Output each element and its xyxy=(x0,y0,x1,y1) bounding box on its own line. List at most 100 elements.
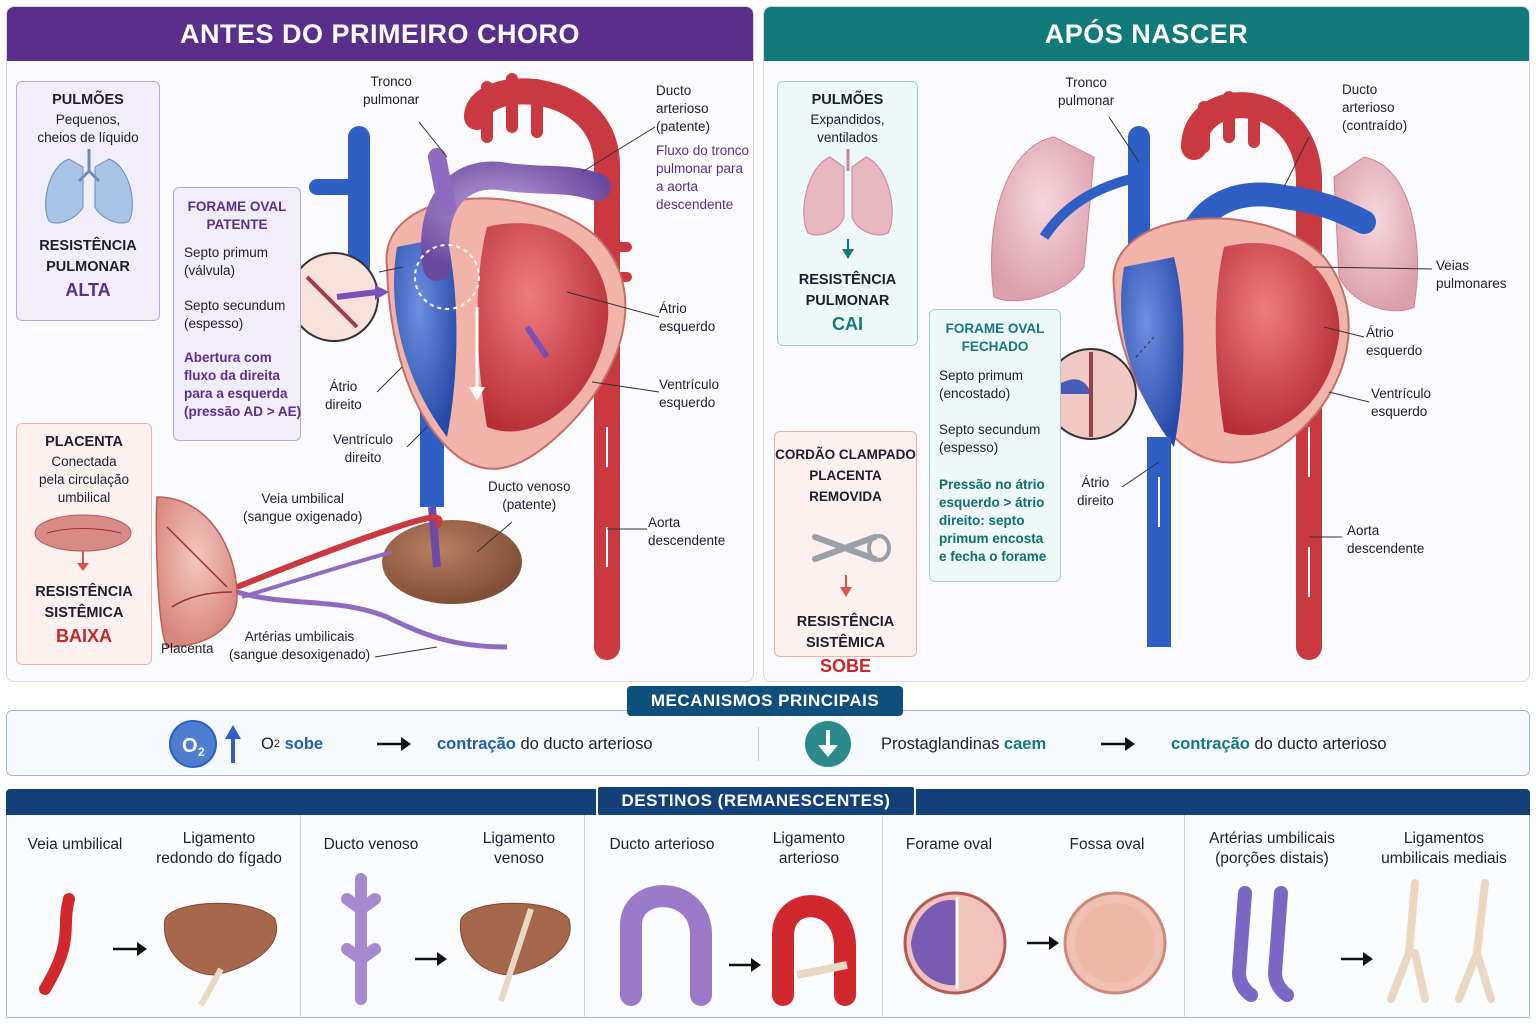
foramen-title1: FORAME OVAL xyxy=(945,321,1045,336)
arrow-right-icon xyxy=(1101,737,1135,751)
cord-title2: PLACENTA REMOVIDA xyxy=(809,468,882,504)
lungs-title: PULMÕES xyxy=(52,92,124,108)
prostaglandins-fall-text: Prostaglandinas caem xyxy=(881,734,1047,753)
fluid-lungs-icon xyxy=(45,149,133,224)
from-label: Ducto venoso xyxy=(323,836,419,853)
systemic-resistance-rise-value: SOBE xyxy=(819,656,871,676)
septum-secundum-label: Septo secundum(espesso) xyxy=(939,422,1041,455)
svg-text:O: O xyxy=(182,735,198,757)
foramen-patent-box: FORAME OVAL PATENTE xyxy=(173,187,301,441)
oxygen-rise-icon: O 2 xyxy=(169,720,241,768)
foramen-title2: PATENTE xyxy=(206,217,268,232)
after-birth-title: APÓS NASCER xyxy=(764,7,1529,61)
septum-primum-label: Septo primum(válvula) xyxy=(184,245,269,278)
lungs-res2: PULMONAR xyxy=(46,259,130,275)
septum-primum-label: Septo primum(encostado) xyxy=(939,368,1024,401)
placenta-box: PLACENTA Conectada pela circulação umbil… xyxy=(16,423,152,665)
placenta-res1: RESISTÊNCIA xyxy=(35,584,133,600)
mechanisms-title: MECANISMOS PRINCIPAIS xyxy=(627,686,903,716)
lungs-sub2: ventilados xyxy=(817,130,878,145)
destination-umbilical-arteries: Artérias umbilicais(porções distais) Lig… xyxy=(1185,815,1531,1018)
fetal-circulation-illustration xyxy=(155,73,660,660)
mechanisms-divider xyxy=(758,727,759,761)
lungs-sub2: cheios de líquido xyxy=(37,130,139,145)
from-label: Forame oval xyxy=(905,836,993,853)
to-label: Fossa oval xyxy=(1069,836,1145,853)
umbilical-vein-label: Veia umbilical(sangue oxigenado) xyxy=(243,491,363,524)
destination-foramen-ovale: Forame oval Fossa oval xyxy=(883,815,1185,1018)
ductus-venosus-to-ligament-icon xyxy=(341,873,571,1005)
decrease-arrow-icon xyxy=(805,721,851,767)
neonatal-lungs-box: PULMÕES Expandidos, ventilados RESISTÊNC… xyxy=(777,81,918,346)
foramen-title1: FORAME OVAL xyxy=(187,199,287,214)
placenta-sub3: umbilical xyxy=(57,490,111,505)
from-label: Veia umbilical xyxy=(27,836,123,853)
ductus-contraction-text-1: contração do ducto arterioso xyxy=(437,734,653,753)
cord-res1: RESISTÊNCIA xyxy=(796,614,895,630)
pulmonary-resistance-value: CAI xyxy=(832,314,863,334)
placenta-label: Placenta xyxy=(161,641,214,656)
ductus-contraction-text-2: contração do ducto arterioso xyxy=(1171,734,1387,753)
lungs-sub1: Expandidos, xyxy=(810,112,885,127)
fetal-lungs-box: PULMÕES Pequenos, cheios de líquido RESI… xyxy=(16,81,160,321)
placenta-icon xyxy=(34,514,132,571)
ductus-venosus-label: Ducto venoso(patente) xyxy=(488,479,571,512)
before-birth-title: ANTES DO PRIMEIRO CHORO xyxy=(7,7,753,61)
umbilical-arteries-to-ligaments-icon xyxy=(1231,879,1495,1003)
foramen-to-fossa-icon xyxy=(903,891,1167,995)
lungs-res2: PULMONAR xyxy=(805,293,890,309)
expanded-lungs-icon xyxy=(803,149,893,259)
lungs-title: PULMÕES xyxy=(811,92,884,108)
placenta-sub2: pela circulação xyxy=(38,472,130,487)
from-label: Artérias umbilicais(porções distais) xyxy=(1209,830,1335,867)
lungs-res1: RESISTÊNCIA xyxy=(39,238,137,254)
placenta-sub1: Conectada xyxy=(51,454,117,469)
foramen-closed-box: FORAME OVAL FECHADO xyxy=(929,309,1061,582)
umbilical-vein-to-ligament-icon xyxy=(39,893,278,1007)
umbilical-clamp-icon xyxy=(812,534,891,597)
cord-title1: CORDÃO CLAMPADO xyxy=(775,447,916,462)
septum-secundum-label: Septo secundum(espesso) xyxy=(184,298,286,331)
placenta-res2: SISTÊMICA xyxy=(44,605,124,621)
placenta-title: PLACENTA xyxy=(45,434,123,450)
lungs-resistance-value: ALTA xyxy=(65,280,111,300)
from-label: Ducto arterioso xyxy=(609,836,715,853)
before-birth-panel: ANTES DO PRIMEIRO CHORO xyxy=(6,6,754,682)
umbilical-arteries-label: Artérias umbilicais(sangue desoxigenado) xyxy=(229,629,371,662)
after-birth-panel: APÓS NASCER xyxy=(763,6,1530,682)
destinations-title: DESTINOS (REMANESCENTES) xyxy=(596,785,916,817)
svg-text:2: 2 xyxy=(198,745,205,759)
cord-res2: SISTÊMICA xyxy=(806,635,885,651)
systemic-resistance-value: BAIXA xyxy=(55,626,112,646)
arrow-right-icon xyxy=(377,737,411,751)
prostaglandin-icon-wrap xyxy=(803,711,853,777)
lungs-sub1: Pequenos, xyxy=(55,112,121,127)
